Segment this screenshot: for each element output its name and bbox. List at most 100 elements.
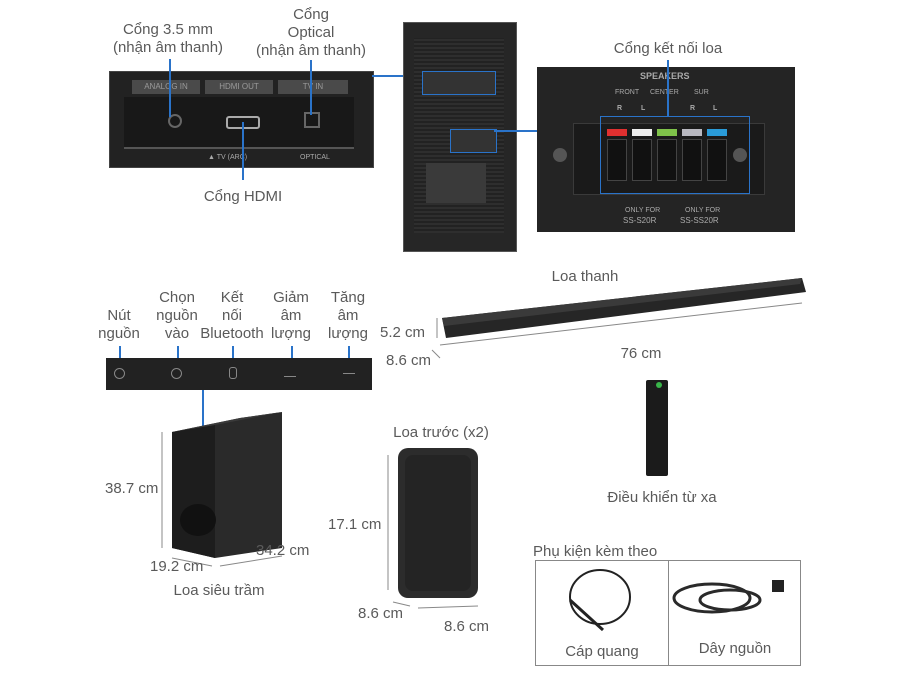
terminal-color-tab (707, 129, 727, 136)
front-speaker-image (398, 448, 478, 598)
label-line: Giảm (273, 289, 309, 306)
label-line: Nút (107, 307, 131, 324)
terminal-socket (682, 139, 702, 181)
only-for-model: SS-S20R (623, 216, 657, 225)
pointer-line (169, 59, 171, 117)
port-tag: HDMI OUT (205, 80, 273, 94)
pointer-line (310, 60, 312, 115)
port-subtag: OPTICAL (300, 154, 330, 161)
terminal-highlight (600, 116, 750, 194)
terminal-socket (657, 139, 677, 181)
label-line: âm (280, 307, 302, 324)
front-depth-line (417, 605, 479, 609)
remote-power-button (656, 382, 662, 388)
speaker-terminal (707, 129, 727, 181)
port-recess (124, 97, 354, 149)
front-speaker-title: Loa trước (x2) (393, 424, 489, 441)
channel-label: R (617, 105, 623, 112)
group-label: SUR (694, 89, 709, 96)
analog-jack-icon (168, 114, 182, 128)
label-line: lượng (271, 325, 311, 342)
volume-up-icon (343, 373, 355, 374)
subwoofer-width: 19.2 cm (150, 558, 204, 575)
soundbar-width: 76 cm (620, 345, 662, 362)
speaker-terminal (632, 129, 652, 181)
subwoofer-image (172, 412, 282, 558)
channel-label: L (713, 105, 718, 112)
remote-title: Điều khiển từ xa (607, 489, 717, 506)
terminal-socket (707, 139, 727, 181)
input-ports-highlight (422, 71, 496, 95)
connector-line (494, 130, 537, 132)
port-subtag: ▲ TV (ARC) (208, 154, 248, 161)
optical-cable-image (569, 569, 631, 625)
soundbar-control-strip (106, 358, 372, 390)
subwoofer-back-image (403, 22, 517, 252)
label-line: nguồn (98, 325, 140, 342)
pointer-line (242, 122, 244, 180)
speaker-terminal (682, 129, 702, 181)
width-dimension-line (439, 302, 803, 346)
subwoofer-title: Loa siêu trầm (173, 582, 265, 599)
label-line: Kết (220, 289, 244, 306)
subwoofer-depth: 34.2 cm (256, 542, 310, 559)
label-line: Tăng (330, 289, 366, 306)
label-plate (426, 163, 486, 203)
only-for-model: SS-SS20R (680, 216, 719, 225)
label-line: nối (221, 307, 243, 324)
group-label: CENTER (650, 89, 679, 96)
pointer-line (667, 60, 669, 116)
label-line: lượng (328, 325, 368, 342)
speaker-ports-label: Cổng kết nối loa (613, 40, 723, 57)
label-line: (nhận âm thanh) (255, 42, 367, 59)
terminal-socket (632, 139, 652, 181)
label-line: vào (164, 325, 190, 342)
label-line: (nhận âm thanh) (112, 39, 224, 56)
optical-port-label: Cổng Optical (nhận âm thanh) (256, 6, 366, 60)
front-speaker-width: 8.6 cm (358, 605, 404, 622)
only-for-label: ONLY FOR (625, 207, 661, 214)
soundbar-image (442, 278, 806, 338)
soundbar-top (442, 278, 802, 326)
depth-dimension-line (431, 349, 441, 359)
soundbar-depth: 8.6 cm (386, 352, 432, 369)
hdmi-port-label: Cổng HDMI (203, 188, 283, 205)
port-tag: TV IN (278, 80, 348, 94)
subwoofer-height: 38.7 cm (105, 480, 159, 497)
port-tag: ANALOG IN (132, 80, 200, 94)
front-speaker-depth: 8.6 cm (444, 618, 490, 635)
terminal-color-tab (632, 129, 652, 136)
input-icon (171, 368, 182, 379)
terminal-color-tab (682, 129, 702, 136)
speakers-heading: SPEAKERS (640, 71, 690, 81)
connector-line (372, 75, 422, 77)
speaker-ports-panel: SPEAKERS FRONT CENTER SUR R L R L ONLY F… (537, 67, 795, 232)
label-line: Chọn (159, 289, 195, 306)
power-cord-image (672, 582, 752, 614)
screw-icon (733, 148, 747, 162)
only-for-label: ONLY FOR (685, 207, 721, 214)
terminal-socket (607, 139, 627, 181)
channel-label: R (690, 105, 696, 112)
label-line: Bluetooth (200, 325, 264, 342)
screw-icon (553, 148, 567, 162)
front-speaker-height: 17.1 cm (328, 516, 382, 533)
terminal-color-tab (607, 129, 627, 136)
volume-down-icon (284, 376, 296, 377)
power-icon (114, 368, 125, 379)
accessory-optical-cable: Cáp quang (565, 643, 639, 660)
bluetooth-icon (229, 367, 237, 379)
speaker-ports-highlight (450, 129, 497, 153)
label-line: Cổng 3.5 mm (122, 21, 214, 38)
label-line: Cổng (293, 6, 329, 23)
channel-label: L (641, 105, 646, 112)
input-ports-panel: ANALOG IN HDMI OUT TV IN ▲ TV (ARC) OPTI… (109, 71, 374, 168)
terminal-color-tab (657, 129, 677, 136)
analog-port-label: Cổng 3.5 mm (nhận âm thanh) (113, 21, 223, 57)
